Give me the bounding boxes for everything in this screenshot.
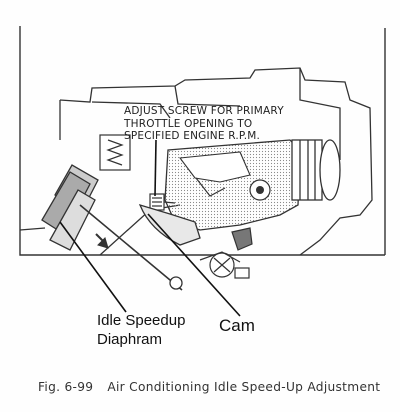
idle-speedup-diaphragm <box>19 164 183 291</box>
adjust-screw <box>149 193 176 211</box>
figure-caption-text: Air Conditioning Idle Speed-Up Adjustmen… <box>107 380 381 394</box>
lower-linkage <box>199 227 253 279</box>
diaphram-label-line-1: Idle Speedup <box>97 312 186 329</box>
callout-line-2: THROTTLE OPENING TO <box>124 117 253 130</box>
cam-label: Cam <box>219 316 255 335</box>
diaphram-label-line-2: Diaphram <box>97 331 163 348</box>
return-spring <box>99 134 131 171</box>
throttle-linkage-plate <box>164 139 301 231</box>
figure-number: Fig. 6-99 <box>38 380 94 394</box>
leader-lines <box>59 139 241 317</box>
callout-line-3: SPECIFIED ENGINE R.P.M. <box>124 130 261 142</box>
callout-line-1: ADJUST SCREW FOR PRIMARY <box>124 105 284 117</box>
direction-arrow <box>95 233 109 249</box>
cam <box>138 203 201 246</box>
diaphram-label: Idle Speedup Diaphram <box>97 311 185 349</box>
adjust-screw-callout: ADJUST SCREW FOR PRIMARY THROTTLE OPENIN… <box>124 105 284 143</box>
carburetor-body <box>59 67 373 256</box>
frame-lines <box>19 26 386 256</box>
figure-caption: Fig. 6-99 Air Conditioning Idle Speed-Up … <box>38 380 380 394</box>
choke-housing <box>291 139 341 201</box>
